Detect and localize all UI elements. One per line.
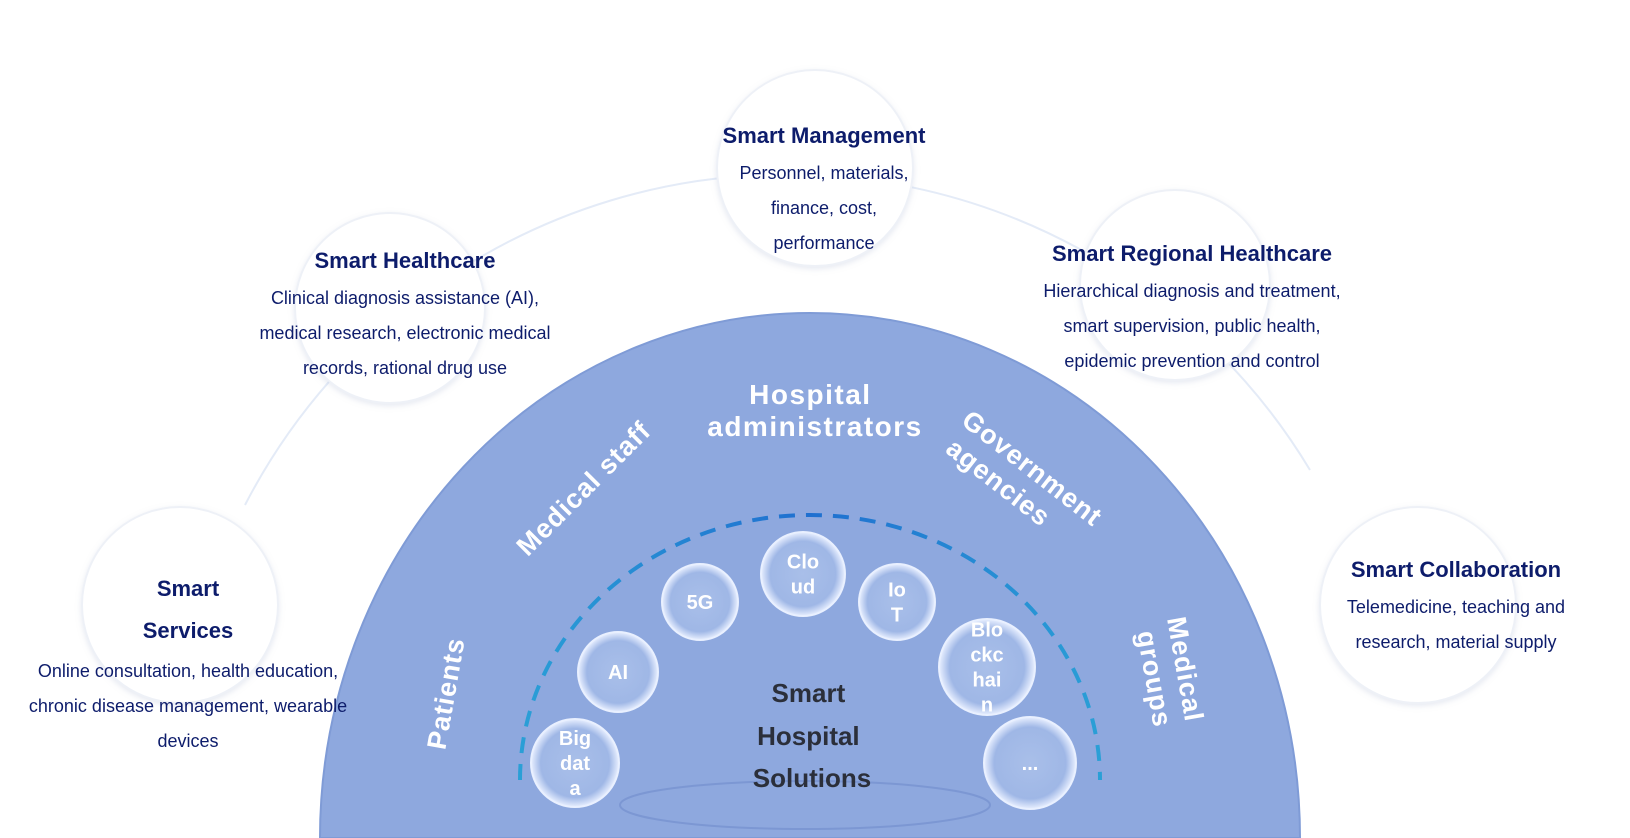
tech-bubble-ai: AI [577, 631, 659, 713]
tech-bubble-circle [983, 716, 1077, 810]
tech-bubble-circle [938, 618, 1036, 716]
pillar-description: Telemedicine, teaching and research, mat… [1346, 597, 1566, 652]
pillar-description: Personnel, materials, finance, cost, per… [739, 163, 909, 253]
tech-bubble-5g: 5G [661, 563, 739, 641]
tech-bubble-more: ... [983, 716, 1077, 810]
pillar-smart-collaboration: Smart Collaboration Telemedicine, teachi… [1296, 556, 1616, 660]
pillar-title: Smart Healthcare [314, 248, 496, 273]
pillar-description: Clinical diagnosis assistance (AI), medi… [259, 288, 551, 378]
technology-dashed-arc [518, 513, 1102, 781]
tech-bubble-label: 5G [687, 592, 714, 614]
stakeholder-administrators: Hospital administrators [707, 379, 923, 442]
pillar-description: Hierarchical diagnosis and treatment, sm… [1043, 281, 1341, 371]
tech-bubble-circle [661, 563, 739, 641]
tech-bubble-circle [858, 563, 936, 641]
tech-bubble-circle [530, 718, 620, 808]
services-halo [81, 506, 279, 704]
tech-bubble-circle [760, 531, 846, 617]
pillar-smart-management: Smart Management Personnel, materials, f… [664, 122, 984, 261]
regional-halo [1079, 189, 1271, 381]
tech-bubble-label: ... [1022, 753, 1039, 775]
tech-bubble-label: AI [608, 662, 628, 684]
healthcare-halo [294, 212, 486, 404]
center-label: Smart Hospital Solutions [753, 678, 871, 793]
pillar-title: Smart Management [722, 123, 926, 148]
pillar-title: Smart Services [142, 576, 234, 643]
pillar-description: Online consultation, health education, c… [28, 661, 348, 751]
management-halo [716, 69, 914, 267]
pillar-smart-services: Smart Services Online consultation, heal… [28, 568, 348, 759]
pillar-smart-regional-healthcare: Smart Regional Healthcare Hierarchical d… [1022, 240, 1362, 379]
base-ellipse [619, 780, 991, 830]
pillar-title: Smart Regional Healthcare [1052, 241, 1332, 266]
pillar-smart-healthcare: Smart Healthcare Clinical diagnosis assi… [245, 247, 565, 386]
pillar-title: Smart Collaboration [1350, 557, 1562, 582]
tech-bubble-circle [577, 631, 659, 713]
collaboration-halo [1319, 506, 1517, 704]
